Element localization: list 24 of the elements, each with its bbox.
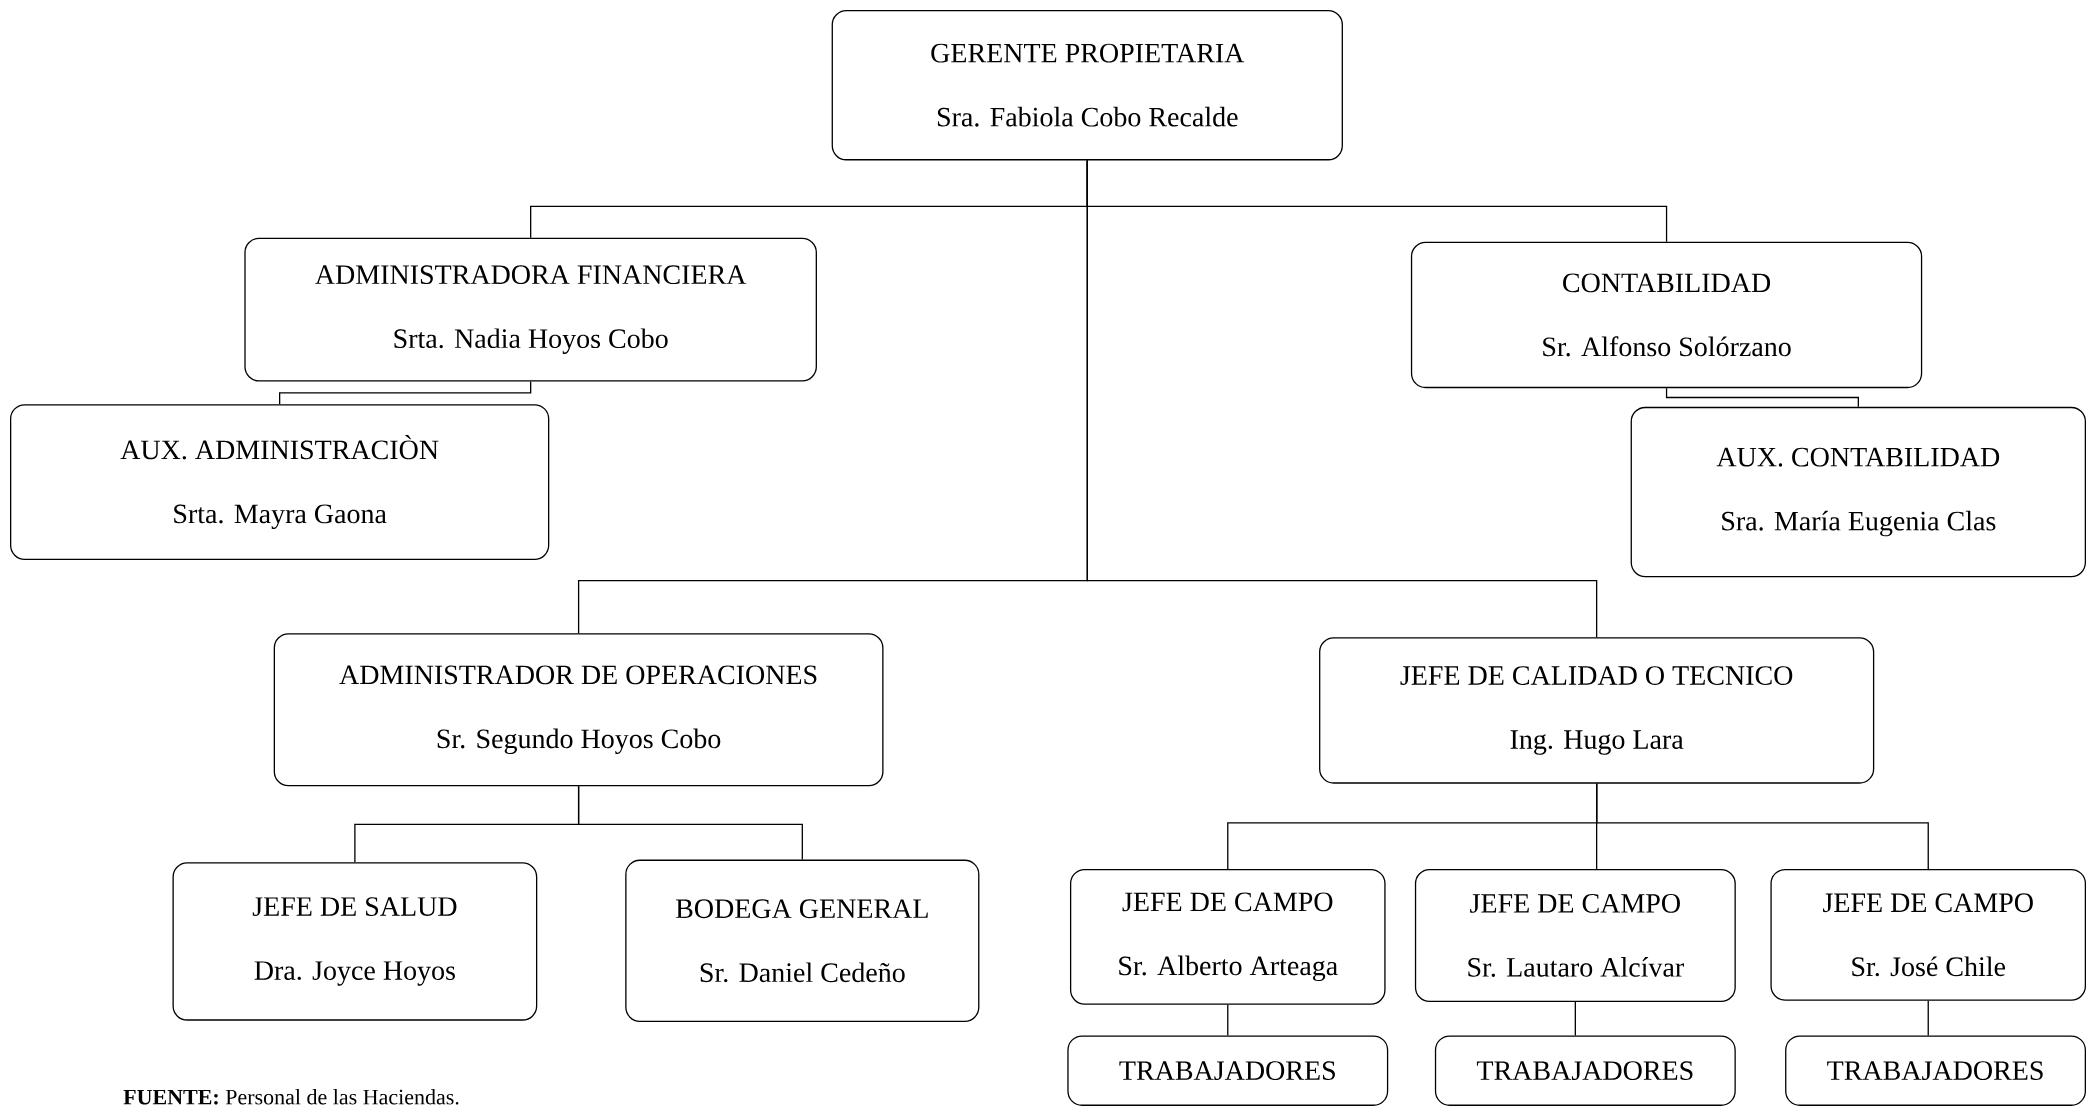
connector-line [1665,387,1859,408]
connector-line [1086,159,1598,638]
position-box: GERENTE PROPIETARIA Sra. Fabiola Cobo Recalde [831,10,1343,161]
connector-line [1927,1000,1929,1037]
connector-line [279,380,532,405]
position-box: JEFE DE CALIDAD O TECNICO Ing. Hugo Lara [1319,637,1875,784]
source-note: FUENTE: Personal de las Haciendas. [123,1089,459,1105]
position-box: ADMINISTRADOR DE OPERACIONES Sr. Segundo Hoyos Cobo [273,633,884,787]
position-box: TRABAJADORES [1785,1035,2086,1106]
position-box: AUX. ADMINISTRACIÒN Srta. Mayra Gaona [10,404,550,560]
connector-line [1227,1004,1229,1037]
position-box: JEFE DE CAMPO Sr. José Chile [1770,868,2087,1001]
position-box: JEFE DE SALUD Dra. Joyce Hoyos [172,862,538,1021]
position-box: TRABAJADORES [1434,1035,1736,1106]
position-box: ADMINISTRADORA FINANCIERA Srta. Nadia Hoyos Cobo [244,237,817,382]
position-box: JEFE DE CAMPO Sr. Alberto Arteaga [1070,868,1386,1005]
position-box: AUX. CONTABILIDAD Sra. María Eugenia Clas [1630,406,2087,578]
position-box: CONTABILIDAD Sr. Alfonso Solórzano [1410,241,1923,389]
connector-line [577,785,803,861]
position-box: JEFE DE CAMPO Sr. Lautaro Alcívar [1414,868,1736,1003]
connector-line [1596,783,1929,870]
connector-line [1574,1001,1576,1037]
position-box: BODEGA GENERAL Sr. Daniel Cedeño [625,859,980,1023]
position-box: TRABAJADORES [1067,1035,1389,1106]
